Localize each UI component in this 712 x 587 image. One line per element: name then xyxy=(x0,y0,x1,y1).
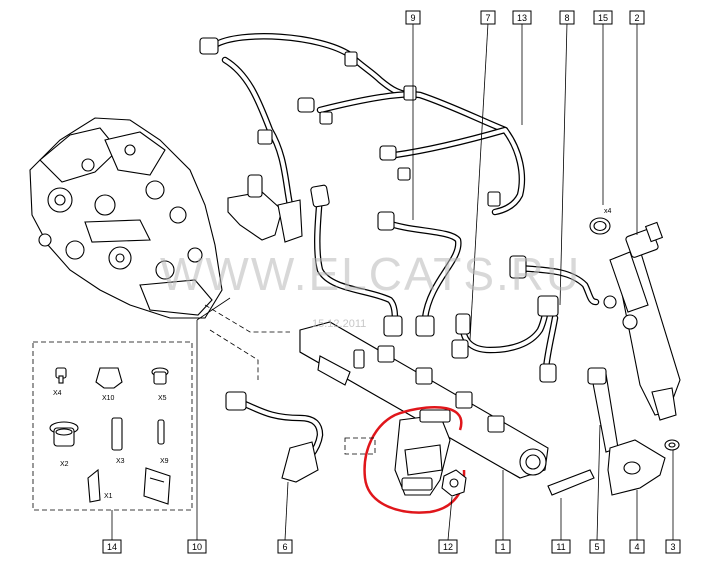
callout-10-label: 10 xyxy=(192,542,202,552)
callout-7-label: 7 xyxy=(485,13,490,23)
pressure-regulator[interactable] xyxy=(394,409,451,496)
callout-10[interactable]: 10 xyxy=(187,539,207,554)
callout-5-label: 5 xyxy=(594,542,599,552)
callout-1-label: 1 xyxy=(500,542,505,552)
high-pressure-pump[interactable] xyxy=(29,117,223,319)
seal-quantity: x4 xyxy=(604,208,612,215)
repair-kit[interactable]: X4 X10 X5 X2 X3 X9 xyxy=(32,341,193,511)
instruction-leaflet xyxy=(143,467,171,505)
watermark-date: 15.12.2011 xyxy=(312,318,366,330)
callout-2-label: 2 xyxy=(634,13,639,23)
injector-clamp[interactable] xyxy=(607,439,666,496)
stud[interactable] xyxy=(547,469,595,496)
callout-4-label: 4 xyxy=(634,542,639,552)
callout-9[interactable]: 9 xyxy=(405,10,421,25)
callout-8[interactable]: 8 xyxy=(559,10,575,25)
callout-7[interactable]: 7 xyxy=(480,10,496,25)
callout-9-label: 9 xyxy=(410,13,415,23)
kit-item-x1[interactable]: X1 xyxy=(87,468,113,503)
kit-item-x9[interactable]: X9 xyxy=(157,419,169,465)
kit-label-x1: X1 xyxy=(104,493,113,500)
kit-label-x2: X2 xyxy=(60,461,69,468)
return-pipe[interactable] xyxy=(225,391,324,483)
leader-lines xyxy=(111,22,674,541)
callout-6-label: 6 xyxy=(282,542,287,552)
kit-label-x9: X9 xyxy=(160,458,169,465)
clamp-bolt[interactable] xyxy=(587,367,619,453)
kit-item-x10[interactable]: X10 xyxy=(95,367,123,402)
callout-13-label: 13 xyxy=(517,13,527,23)
fuel-injector[interactable] xyxy=(603,221,681,421)
callout-1[interactable]: 1 xyxy=(495,539,511,554)
callout-11-label: 11 xyxy=(556,542,565,552)
callout-14-label: 14 xyxy=(107,542,117,552)
kit-label-x10: X10 xyxy=(102,395,115,402)
callout-13[interactable]: 13 xyxy=(512,10,532,25)
watermark-text: WWW.ELCATS.RU xyxy=(160,248,581,300)
kit-item-x5[interactable]: X5 xyxy=(151,367,169,402)
return-hose-assembly[interactable] xyxy=(199,33,526,243)
kit-label-x4: X4 xyxy=(53,390,62,397)
callout-5[interactable]: 5 xyxy=(589,539,605,554)
kit-label-x5: X5 xyxy=(158,395,167,402)
callout-8-label: 8 xyxy=(564,13,569,23)
highlight-circle xyxy=(363,406,466,514)
injector-washer[interactable] xyxy=(664,439,680,451)
callout-3[interactable]: 3 xyxy=(665,539,681,554)
callout-15-label: 15 xyxy=(598,13,608,23)
callout-14[interactable]: 14 xyxy=(102,539,122,554)
callout-12[interactable]: 12 xyxy=(438,539,458,554)
injector-seal[interactable]: x4 xyxy=(589,208,612,235)
callout-2[interactable]: 2 xyxy=(629,10,645,25)
rail-nut[interactable] xyxy=(441,469,467,497)
fuel-rail[interactable] xyxy=(299,321,549,479)
high-pressure-pipes[interactable] xyxy=(310,184,600,383)
callout-6[interactable]: 6 xyxy=(277,539,293,554)
callout-4[interactable]: 4 xyxy=(629,539,645,554)
kit-item-x2[interactable]: X2 xyxy=(49,421,79,468)
kit-item-x3[interactable]: X3 xyxy=(111,417,125,465)
callout-11[interactable]: 11 xyxy=(551,539,571,554)
callout-15[interactable]: 15 xyxy=(593,10,613,25)
callout-12-label: 12 xyxy=(443,542,453,552)
callout-3-label: 3 xyxy=(670,542,675,552)
kit-item-x4[interactable]: X4 xyxy=(53,367,67,397)
kit-label-x3: X3 xyxy=(116,458,125,465)
